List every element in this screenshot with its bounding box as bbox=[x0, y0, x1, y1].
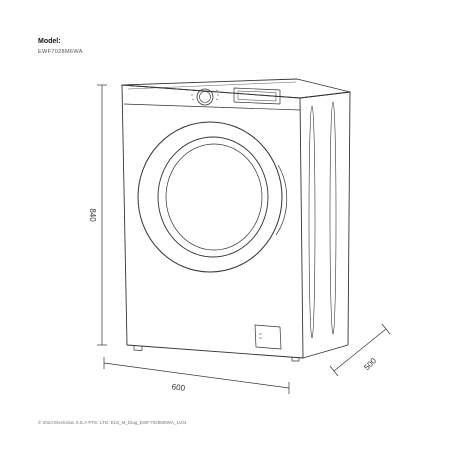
model-info: Model: EWF7028M6WA bbox=[38, 37, 83, 57]
machine-side bbox=[299, 91, 351, 359]
height-label: 840 bbox=[88, 208, 97, 222]
machine-front bbox=[121, 84, 304, 359]
door-outer-ring bbox=[137, 121, 283, 273]
footer-copyright: © 2024 Electrolux S.E.A PTE. LTD. EL8_M_… bbox=[38, 420, 187, 425]
door-glass bbox=[165, 143, 263, 251]
control-panel bbox=[123, 103, 301, 111]
depth-label: 500 bbox=[362, 356, 378, 372]
width-label: 600 bbox=[171, 382, 186, 393]
display-panel bbox=[233, 87, 281, 105]
door-inner-ring bbox=[157, 136, 269, 258]
model-label: Model: bbox=[38, 38, 61, 45]
filter-hatch bbox=[254, 324, 282, 350]
model-code: EWF7028M6WA bbox=[38, 49, 83, 55]
machine-top bbox=[121, 78, 351, 99]
machine-foot bbox=[133, 346, 143, 351]
control-knob bbox=[196, 88, 214, 106]
